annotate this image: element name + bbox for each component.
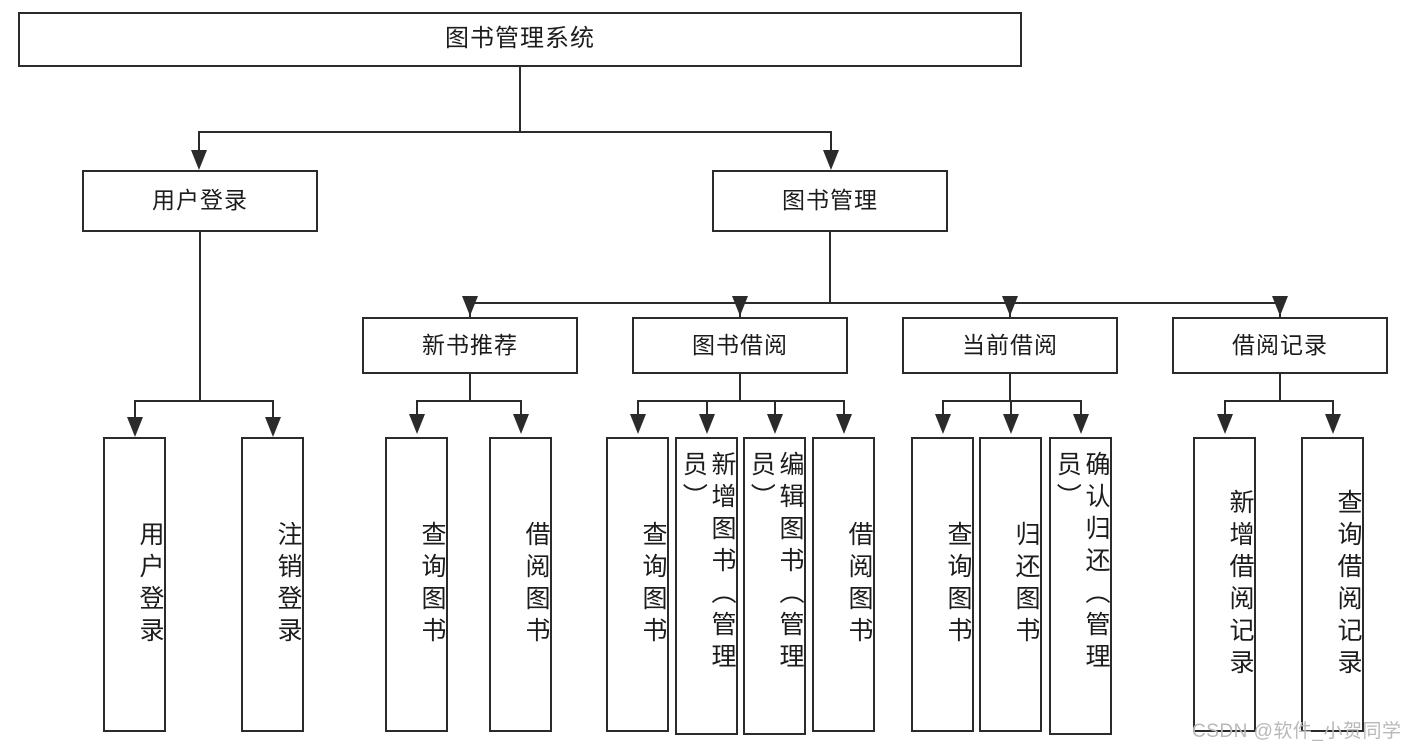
arrow-to-leaf-return-book [1003,414,1019,434]
leaf-user-login[interactable]: 用户登录 [103,437,166,732]
connector-bb-drop-3 [774,400,776,416]
arrow-to-leaf-borrow-book-nbr [513,414,529,434]
leaf-query-borrow-record[interactable]: 查询借阅记录 [1301,437,1364,732]
leaf-label: 查询借阅记录 [1334,488,1362,681]
arrow-to-borrow-record [1272,296,1288,316]
arrow-to-leaf-query-book-cb [935,414,951,434]
node-current-borrow[interactable]: 当前借阅 [902,317,1118,374]
connector-cb-stem [1009,374,1011,402]
connector-bb-drop-2 [706,400,708,416]
arrow-to-book-borrow [732,296,748,316]
arrow-to-leaf-logout [265,417,281,437]
leaf-label: 注销登录 [274,520,302,649]
leaf-logout[interactable]: 注销登录 [241,437,304,732]
connector-br-drop-2 [1332,400,1334,416]
arrow-to-leaf-query-record [1325,414,1341,434]
node-label: 当前借阅 [962,331,1058,358]
connector-bb-stem [739,374,741,402]
leaf-label: 编辑图书（管理员） [747,451,804,675]
connector-user-login-drop-1 [134,400,136,420]
connector-user-login-bus [134,400,274,402]
connector-level3-bus [469,302,1281,304]
connector-root-stem [519,67,521,132]
leaf-borrow-book[interactable]: 借阅图书 [812,437,875,732]
node-label: 借阅记录 [1232,331,1328,358]
arrow-to-leaf-add-book [699,414,715,434]
leaf-add-book-admin[interactable]: 新增图书（管理员） [675,437,738,735]
arrow-to-leaf-add-record [1217,414,1233,434]
node-user-login[interactable]: 用户登录 [82,170,318,232]
leaf-return-book[interactable]: 归还图书 [979,437,1042,732]
connector-bb-bus [637,400,845,402]
arrow-to-leaf-borrow-book-bb [836,414,852,434]
node-new-book-recommend[interactable]: 新书推荐 [362,317,578,374]
node-label: 图书借阅 [692,331,788,358]
node-label: 用户登录 [152,187,248,214]
leaf-label: 查询图书 [639,520,667,649]
connector-cb-drop-2 [1010,400,1012,416]
connector-br-drop-1 [1224,400,1226,416]
connector-nbr-stem [469,374,471,402]
connector-cb-drop-3 [1080,400,1082,416]
arrow-to-leaf-user-login [127,417,143,437]
leaf-label: 确认归还（管理员） [1053,451,1110,675]
node-label: 图书管理系统 [445,25,595,53]
leaf-label: 借阅图书 [845,520,873,649]
csdn-watermark: CSDN @软件_小贺同学 [1192,721,1402,742]
leaf-edit-book-admin[interactable]: 编辑图书（管理员） [743,437,806,735]
connector-user-login-drop-2 [272,400,274,420]
leaf-query-book-new-recommend[interactable]: 查询图书 [385,437,448,732]
node-borrow-record[interactable]: 借阅记录 [1172,317,1388,374]
connector-nbr-drop-2 [520,400,522,416]
node-root-book-management-system[interactable]: 图书管理系统 [18,12,1022,67]
connector-br-bus [1224,400,1334,402]
arrow-to-leaf-edit-book [767,414,783,434]
node-label: 图书管理 [782,187,878,214]
node-book-management[interactable]: 图书管理 [712,170,948,232]
connector-cb-bus [942,400,1082,402]
connector-level2-drop-2 [830,131,832,153]
leaf-query-book-borrow[interactable]: 查询图书 [606,437,669,732]
connector-user-login-stem [199,232,201,402]
leaf-label: 用户登录 [136,520,164,649]
leaf-add-borrow-record[interactable]: 新增借阅记录 [1193,437,1256,732]
leaf-label: 查询图书 [944,520,972,649]
leaf-query-book-current[interactable]: 查询图书 [911,437,974,732]
arrow-to-leaf-query-book-bb [630,414,646,434]
leaf-confirm-return-admin[interactable]: 确认归还（管理员） [1049,437,1112,735]
connector-br-stem [1279,374,1281,402]
leaf-label: 新增图书（管理员） [679,451,736,675]
connector-level2-drop-1 [198,131,200,153]
arrow-to-user-login [191,150,207,170]
connector-nbr-drop-1 [416,400,418,416]
leaf-label: 借阅图书 [522,520,550,649]
connector-nbr-bus [416,400,522,402]
leaf-label: 新增借阅记录 [1226,488,1254,681]
leaf-label: 查询图书 [418,520,446,649]
arrow-to-leaf-confirm-return [1073,414,1089,434]
arrow-to-book-management [823,150,839,170]
connector-cb-drop-1 [942,400,944,416]
node-label: 新书推荐 [422,331,518,358]
connector-bb-drop-1 [637,400,639,416]
connector-bb-drop-4 [843,400,845,416]
connector-level2-bus [198,131,832,133]
connector-book-management-stem [829,232,831,304]
leaf-label: 归还图书 [1012,520,1040,649]
arrow-to-current-borrow [1002,296,1018,316]
node-book-borrow[interactable]: 图书借阅 [632,317,848,374]
leaf-borrow-book-new-recommend[interactable]: 借阅图书 [489,437,552,732]
arrow-to-leaf-query-book-nbr [409,414,425,434]
arrow-to-new-book-recommend [462,296,478,316]
